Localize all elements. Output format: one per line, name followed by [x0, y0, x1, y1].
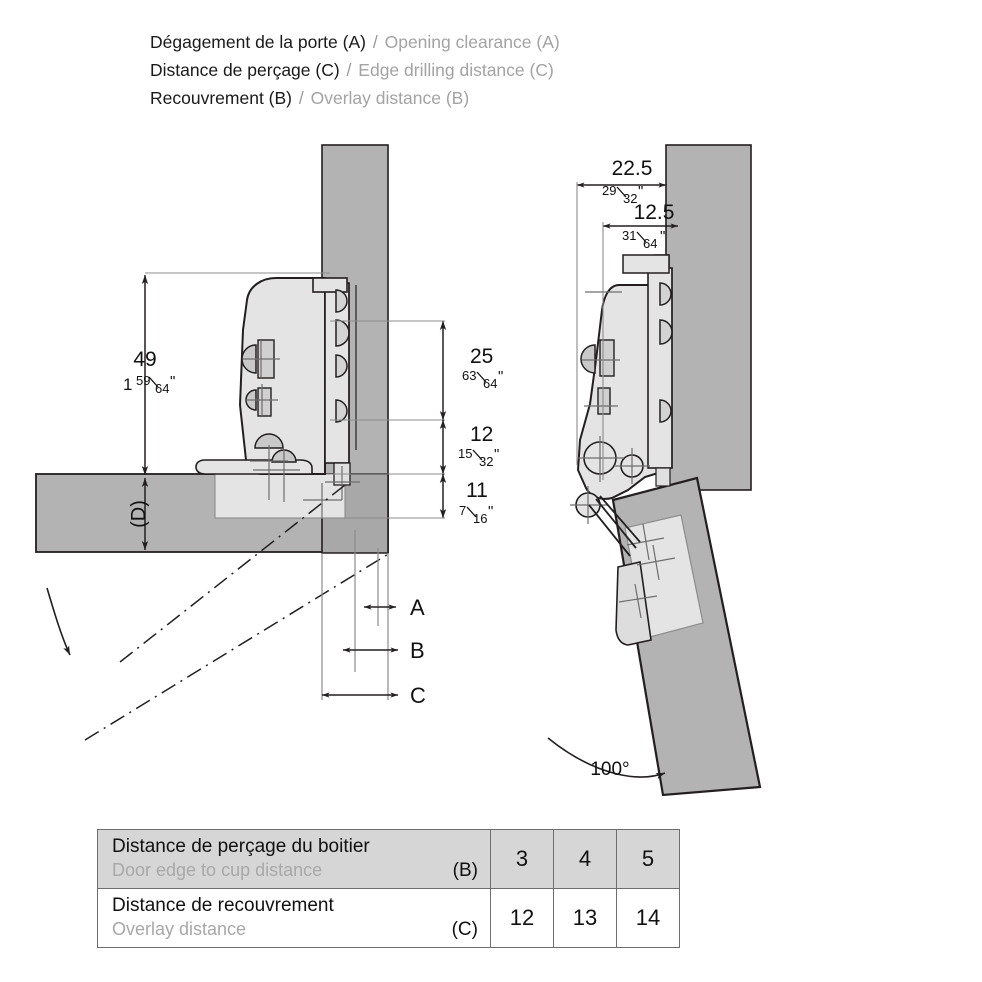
dim-12-5-inch-den: 64	[643, 236, 657, 251]
angle-100-arc: 100°	[547, 737, 666, 780]
dim-11-inch-mark: "	[488, 503, 493, 520]
dim-25: 25 63 64 "	[330, 320, 503, 421]
callout-A: A	[364, 595, 425, 620]
dim-12-5-inch-num: 31	[622, 228, 636, 243]
table-cell-1-0: 12	[490, 888, 554, 948]
left-centre-marks	[243, 341, 360, 518]
legend-fr-1: Dégagement de la porte (A)	[150, 32, 366, 52]
left-diagram-group: 49 1 59 64 " (D) 25 63 64 " 12	[35, 144, 503, 741]
dim-22-5-mm: 22.5	[612, 157, 653, 180]
dim-49-inch-den: 64	[155, 381, 169, 396]
dim-12: 12 15 32 "	[330, 420, 499, 475]
table-row-fr-0: Distance de perçage du boitier	[112, 836, 370, 857]
legend-fr-3: Recouvrement (B)	[150, 88, 292, 108]
table-row: Distance de recouvrement Overlay distanc…	[97, 888, 680, 948]
dim-12-inch-mark: "	[494, 446, 499, 463]
left-swing-arrow	[46, 587, 71, 656]
callout-C-label: C	[410, 683, 426, 708]
right-door-panel-open	[611, 476, 762, 797]
dim-11-mm: 11	[466, 479, 488, 502]
dim-12-5-mm: 12.5	[634, 201, 675, 224]
dim-25-inch-mark: "	[498, 368, 503, 385]
callout-C: C	[322, 683, 426, 708]
dim-22-5: 22.5 29 32 "	[576, 157, 666, 465]
dim-22-5-inch-num: 29	[602, 183, 616, 198]
table-cell-1-1: 13	[553, 888, 617, 948]
table-row-key-1: (C)	[451, 919, 478, 940]
table-cell-1-2: 14	[616, 888, 680, 948]
legend-en-1: Opening clearance (A)	[384, 32, 560, 52]
legend-line-3: Recouvrement (B) / Overlay distance (B)	[150, 84, 850, 112]
dim-11-inch-num: 7	[459, 503, 466, 518]
table-row-fr-1: Distance de recouvrement	[112, 895, 334, 916]
table-cell-0-1: 4	[553, 829, 617, 889]
dim-12-5-inch-mark: "	[660, 228, 665, 245]
dim-D: (D)	[128, 478, 150, 550]
table-cell-0-0: 3	[490, 829, 554, 889]
dim-D-label: (D)	[128, 500, 150, 528]
legend-fr-2: Distance de perçage (C)	[150, 60, 340, 80]
table-row-en-1: Overlay distance	[112, 919, 247, 939]
spec-table: Distance de perçage du boitier Door edge…	[97, 829, 680, 948]
right-diagram-group: 22.5 29 32 " 12.5 31 64 " 100°	[547, 144, 762, 797]
dim-11-inch-den: 16	[473, 511, 487, 526]
dim-22-5-inch-mark: "	[638, 183, 643, 200]
dim-11: 11 7 16 "	[330, 474, 493, 526]
dim-12-5: 12.5 31 64 "	[602, 201, 678, 480]
legend-sep-1: /	[372, 32, 378, 52]
right-hinge-links	[588, 495, 641, 557]
right-hinge-screw-holes	[570, 291, 650, 524]
legend-line-2: Distance de perçage (C) / Edge drilling …	[150, 56, 850, 84]
legend-block: Dégagement de la porte (A) / Opening cle…	[150, 28, 850, 112]
callout-A-label: A	[410, 595, 425, 620]
legend-en-2: Edge drilling distance (C)	[358, 60, 554, 80]
dim-22-5-inch-den: 32	[623, 191, 637, 206]
dim-25-mm: 25	[470, 345, 493, 368]
dim-12-mm: 12	[470, 423, 493, 446]
left-hinge-cup-recess	[214, 473, 346, 519]
dim-25-inch-num: 63	[462, 368, 476, 383]
table-cell-0-2: 5	[616, 829, 680, 889]
left-door-swing-lines	[84, 484, 391, 741]
left-extension-lines	[321, 530, 389, 700]
dim-49-mm: 49	[133, 348, 156, 371]
legend-sep-3: /	[298, 88, 304, 108]
table-row-label-cell-1: Distance de recouvrement Overlay distanc…	[97, 888, 491, 948]
dim-12-inch-num: 15	[458, 446, 472, 461]
table-row-key-0: (B)	[452, 860, 478, 881]
left-hinge-cup-stack	[312, 277, 357, 486]
legend-sep-2: /	[346, 60, 352, 80]
dim-49-inch-mark: "	[170, 373, 175, 390]
dim-12-inch-den: 32	[479, 454, 493, 469]
callout-B: B	[343, 638, 425, 663]
dim-49-inch-whole: 1	[123, 375, 132, 394]
angle-100-label: 100°	[590, 759, 629, 780]
table-row-label-cell-0: Distance de perçage du boitier Door edge…	[97, 829, 491, 889]
table-row-en-0: Door edge to cup distance	[112, 860, 323, 880]
dim-49: 49 1 59 64 "	[123, 272, 330, 475]
dim-25-inch-den: 64	[483, 376, 497, 391]
right-vertical-panel	[665, 144, 752, 491]
callout-B-label: B	[410, 638, 425, 663]
legend-line-1: Dégagement de la porte (A) / Opening cle…	[150, 28, 850, 56]
left-hinge-arm-body	[195, 277, 326, 475]
legend-en-3: Overlay distance (B)	[310, 88, 470, 108]
right-hinge-cup-stack	[622, 254, 673, 487]
table-row: Distance de perçage du boitier Door edge…	[97, 829, 680, 889]
dim-49-inch-num: 59	[136, 373, 150, 388]
